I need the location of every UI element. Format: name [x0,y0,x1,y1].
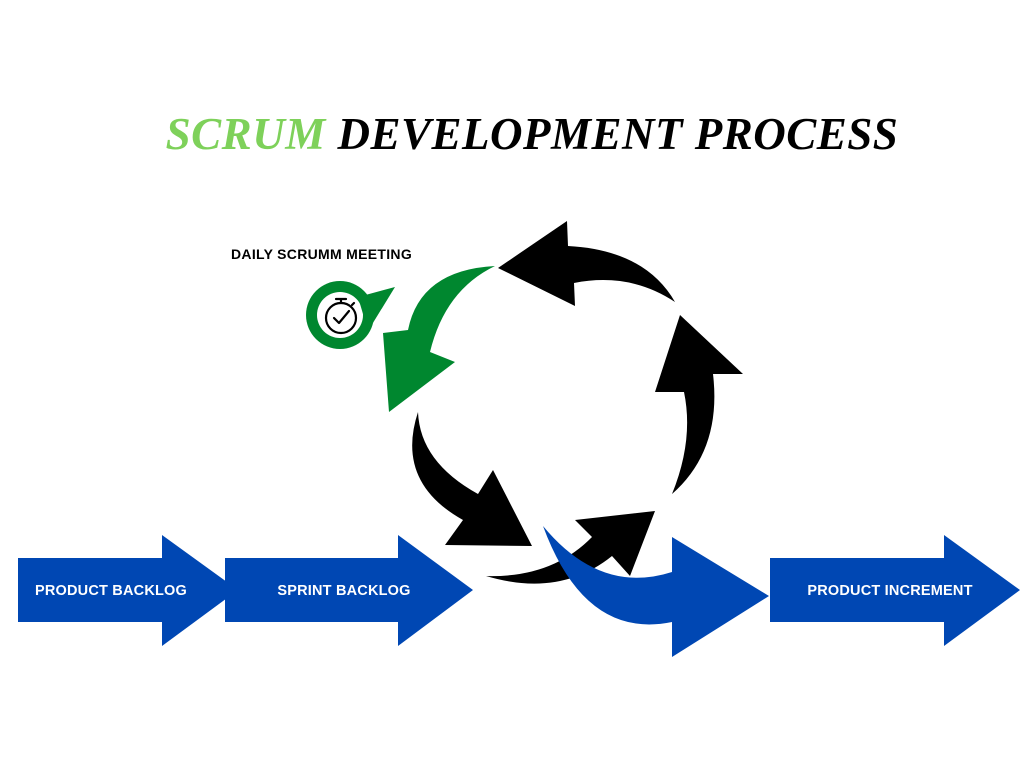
cycle-arrow-right [655,315,743,494]
increment-curve-arrow [543,526,769,657]
flow-arrows [18,526,1020,657]
daily-meeting-label: DAILY SCRUMM MEETING [231,246,413,262]
product-increment-label: PRODUCT INCREMENT [807,583,973,599]
cycle-arrow-top [498,221,675,306]
daily-scrum-arrow [383,266,495,412]
cycle-arrow-left [412,412,532,546]
product-backlog-arrow [18,535,238,646]
sprint-backlog-label: SPRINT BACKLOG [277,583,411,599]
cycle-arrow-bottom [486,511,655,584]
sprint-backlog-arrow [225,535,473,646]
title-rest: DEVELOPMENT PROCESS [337,109,899,159]
page-title: SCRUM DEVELOPMENT PROCESS [0,108,1024,160]
daily-scrum-loop [306,266,495,412]
daily-scrum-ring-arrowhead [358,287,395,331]
product-increment-arrow [770,535,1020,646]
stopwatch-icon [324,297,358,335]
title-accent: SCRUM [165,109,326,159]
sprint-cycle [412,221,743,584]
product-backlog-label: PRODUCT BACKLOG [34,583,188,599]
